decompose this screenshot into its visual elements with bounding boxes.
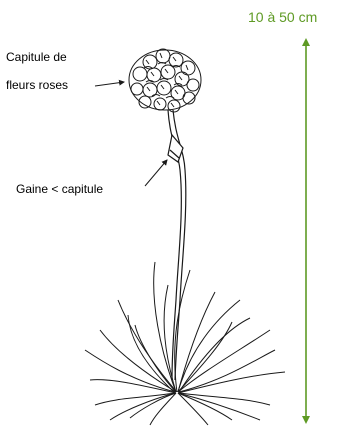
gaine-label: Gaine < capitule: [16, 182, 103, 197]
height-range-label: 10 à 50 cm: [248, 9, 317, 26]
stem-icon: [168, 110, 186, 380]
capitule-label-line2: fleurs roses: [6, 78, 68, 93]
height-measure-arrowhead-bottom: [302, 416, 310, 424]
leaf-rosette-icon: [85, 262, 285, 425]
capitule-arrow: [95, 82, 124, 86]
height-measure-arrowhead-top: [302, 38, 310, 46]
height-measure-arrow: [302, 38, 310, 424]
capitule-label-line1: Capitule de: [6, 50, 67, 65]
flower-head-icon: [129, 49, 201, 112]
gaine-arrow: [145, 160, 167, 186]
